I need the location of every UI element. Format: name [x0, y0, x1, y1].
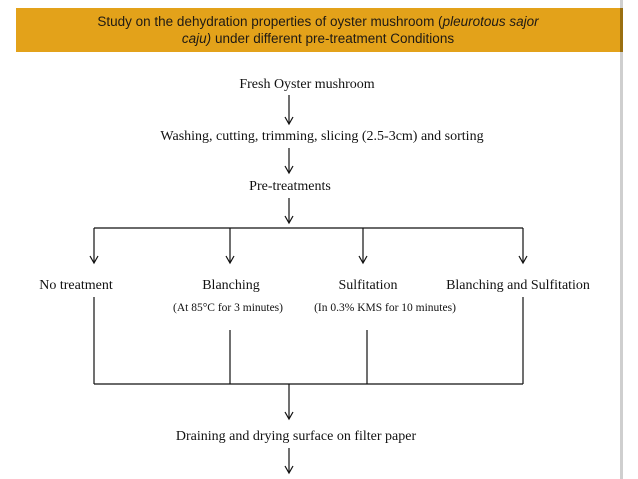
title-text-1: Study on the dehydration properties of o…	[97, 14, 443, 29]
branch-no-treatment: No treatment	[39, 278, 113, 293]
arrow-4-head	[284, 411, 294, 421]
title-species-1: pleurotous sajor	[442, 14, 539, 29]
branch-arrow-2-head	[225, 255, 235, 265]
branch-sulfitation: Sulfitation	[338, 278, 397, 293]
note-sulfitation: (In 0.3% KMS for 10 minutes)	[314, 302, 456, 314]
step-fresh-mushroom: Fresh Oyster mushroom	[239, 77, 374, 92]
arrow-1-head	[284, 116, 294, 126]
branch-blanching-sulfitation: Blanching and Sulfitation	[446, 278, 590, 293]
title-text-2: under different pre-treatment Conditions	[211, 31, 455, 46]
note-blanching: (At 85°C for 3 minutes)	[173, 302, 283, 314]
title-species-2: caju)	[181, 31, 212, 46]
branch-arrow-4-head	[518, 255, 528, 265]
right-edge-bar	[620, 0, 623, 479]
banner-edge-accent	[620, 8, 623, 52]
arrow-3-head	[284, 215, 294, 225]
arrow-2-head	[284, 165, 294, 175]
slide-title-banner: Study on the dehydration properties of o…	[16, 8, 620, 52]
step-pretreatments: Pre-treatments	[249, 179, 331, 194]
title-line-1: Study on the dehydration properties of o…	[16, 13, 620, 30]
arrow-5-head	[284, 465, 294, 475]
branch-blanching: Blanching	[202, 278, 260, 293]
branch-arrow-3-head	[358, 255, 368, 265]
title-line-2: caju) under different pre-treatment Cond…	[16, 30, 620, 47]
step-draining: Draining and drying surface on filter pa…	[176, 429, 417, 444]
branch-arrow-1-head	[89, 255, 99, 265]
step-washing: Washing, cutting, trimming, slicing (2.5…	[160, 129, 483, 144]
